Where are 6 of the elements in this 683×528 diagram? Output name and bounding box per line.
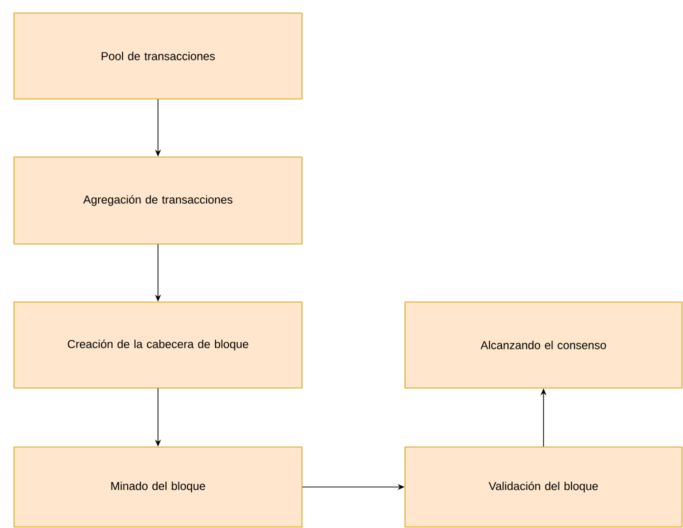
process-box: Agregación de transacciones xyxy=(14,156,302,244)
process-box: Creación de la cabecera de bloque xyxy=(14,302,302,388)
process-box: Alcanzando el consenso xyxy=(404,302,682,388)
process-box: Minado del bloque xyxy=(14,446,302,528)
process-box: Pool de transacciones xyxy=(14,12,302,100)
process-box: Validación del bloque xyxy=(404,446,682,528)
